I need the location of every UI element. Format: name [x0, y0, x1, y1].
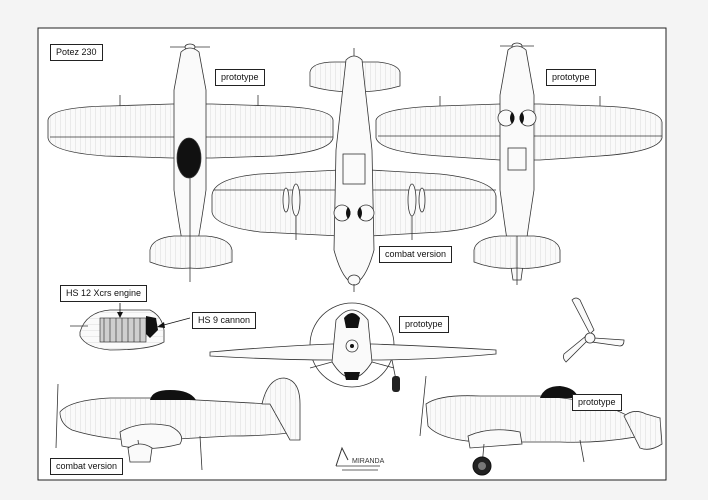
label-front-prototype: prototype	[399, 316, 449, 333]
propeller-front-view	[562, 297, 625, 363]
engine-cutaway-view	[70, 303, 191, 351]
plan-view-combat-version	[211, 48, 497, 292]
label-combat-version-plan: combat version	[379, 246, 453, 263]
label-top-left-prototype: prototype	[215, 69, 265, 86]
label-side-prototype: prototype	[572, 394, 622, 411]
label-cannon: HS 9 cannon	[192, 312, 257, 329]
plan-view-prototype-right	[375, 42, 663, 285]
plan-view-prototype-left	[47, 43, 334, 282]
sheet-title: Potez 230	[50, 44, 103, 61]
side-view-prototype	[419, 375, 663, 476]
miranda-signature-logo: MIRANDA	[335, 446, 385, 471]
front-view-prototype	[209, 302, 497, 392]
side-view-combat-version	[55, 377, 301, 471]
label-top-right-prototype: prototype	[546, 69, 596, 86]
label-side-combat-version: combat version	[50, 458, 124, 475]
signature-text: MIRANDA	[352, 458, 385, 465]
label-engine: HS 12 Xcrs engine	[60, 285, 148, 302]
